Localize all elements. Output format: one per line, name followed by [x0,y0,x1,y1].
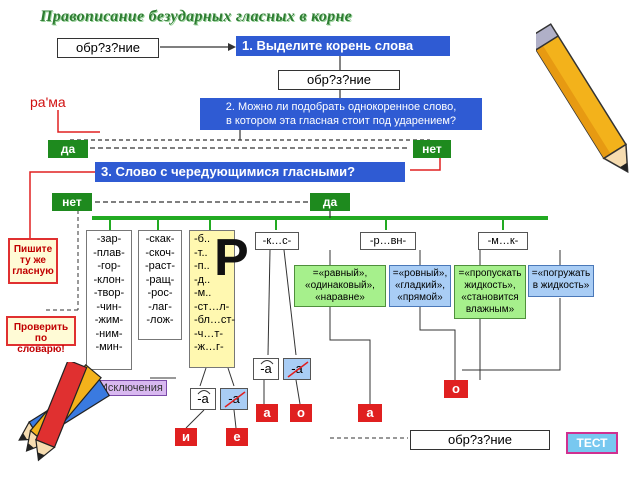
step2-line1: 2. Можно ли подобрать однокоренное слово… [225,101,457,113]
meaning-pogruzhat: =«погружать в жидкость» [528,265,594,297]
pencil-top-right-icon [536,23,629,174]
vowel-a-2: а [358,404,382,422]
answer-yes-2[interactable]: да [310,193,350,211]
answer-no-1[interactable]: нет [413,140,451,158]
vowel-o-2: о [290,404,312,422]
pencils-bottom-left-icon [18,362,111,462]
roots-column-3: -б.. -т.. -п.. -д.. -м.. -ст…л- -бл…ст- … [189,230,235,368]
option-a-crossed-1: -а [283,358,311,380]
root-kas: -к…с- [255,232,299,250]
stress-example: ра'ма [30,94,66,110]
test-button[interactable]: ТЕСТ [566,432,618,454]
vowel-e: е [226,428,248,446]
breve-icon [260,360,274,365]
cross-out-icon [224,391,246,408]
vowel-o-1: о [444,380,468,398]
option-a-2: -а [190,388,216,410]
answer-no-2[interactable]: нет [52,193,92,211]
meaning-ravny: =«равный», «одинаковый», «наравне» [294,265,386,307]
meaning-propuskat: =«пропускать жидкость», «становится влаж… [454,265,526,319]
step3-box: 3. Слово с чередующимися гласными? [95,162,405,182]
answer-yes-1[interactable]: да [48,140,88,158]
page-title: Правописание безударных гласных в корне [40,8,353,25]
vowel-a-1: а [256,404,278,422]
breve-icon [197,390,211,395]
cross-out-icon [287,361,309,378]
step2-box: 2. Можно ли подобрать однокоренное слово… [200,98,482,130]
meaning-rovny: =«ровный», «гладкий», «прямой» [389,265,451,307]
root-mk: -м…к- [478,232,528,250]
roots-column-1: -зар- -плав- -гор- -клон- -твор- -чин- -… [86,230,132,370]
step1-box: 1. Выделите корень слова [236,36,450,56]
word-root-box: обр?з?ние [278,70,400,90]
word-box-bottom: обр?з?ние [410,430,550,450]
roots-column-2: -скак- -скоч- -раст- -ращ- -рос- -лаг- -… [138,230,182,340]
step2-line2: в котором эта гласная стоит под ударение… [225,115,457,127]
note-check-dictionary: Проверить по словарю! [6,316,76,355]
option-a-crossed-2: -а [220,388,248,410]
vowel-i: и [175,428,197,446]
note-write-same: Пишите ту же гласную [8,238,58,284]
word-box-top: обр?з?ние [57,38,159,58]
root-rvn: -р…вн- [360,232,416,250]
big-letter-r: Р [214,229,249,287]
exceptions-label: Исключения [96,380,167,396]
option-a-1: -а [253,358,279,380]
